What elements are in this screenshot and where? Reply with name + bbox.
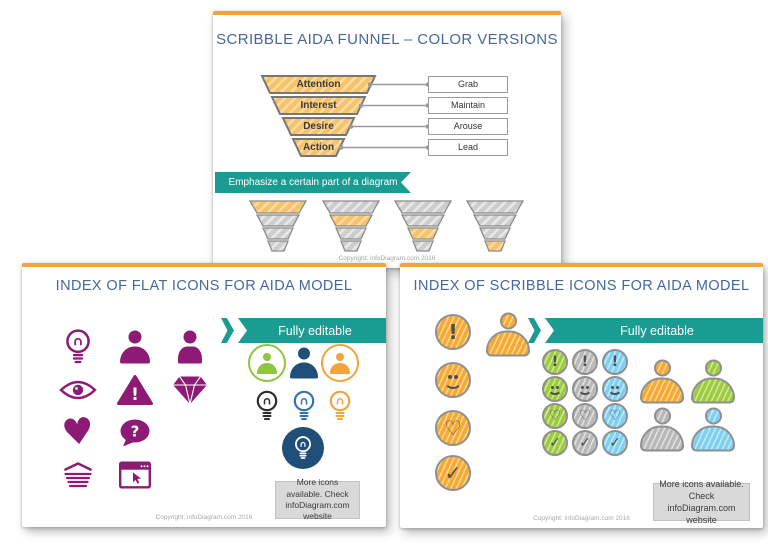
- funnel-label-grab: Grab: [428, 76, 508, 93]
- user-scribble-green-icon: [690, 359, 736, 405]
- bulb-blue-icon: [291, 390, 317, 423]
- heart-circle-blue-icon: ♡: [602, 403, 628, 429]
- question-bubble-icon: ?: [119, 419, 151, 448]
- funnel-label-maintain: Maintain: [428, 97, 508, 114]
- check-circle-green-icon: ✓: [542, 430, 568, 456]
- heart-circle-gray-icon: ♡: [572, 403, 598, 429]
- slide-accent-bar: [22, 263, 386, 267]
- user-scribble-gray-icon: [639, 407, 685, 453]
- heart-icon: ♥: [59, 410, 97, 455]
- svg-text:?: ?: [131, 423, 140, 441]
- user-scribble-orange-icon: [639, 359, 685, 405]
- slide-title: INDEX OF FLAT ICONS FOR AIDA MODEL: [55, 278, 353, 294]
- exclamation-circle-green-icon: !: [542, 349, 568, 375]
- user-circle-green-icon: [248, 344, 286, 382]
- browser-cursor-icon: [119, 461, 151, 489]
- user-circle-orange-icon: [321, 344, 359, 382]
- check-circle-orange-icon: ✓: [435, 455, 471, 491]
- funnel-stage-action: Action: [302, 142, 335, 153]
- mini-funnel-2: [322, 200, 380, 252]
- mini-funnel-1: [249, 200, 307, 252]
- smiley-circle-green-icon: [542, 376, 568, 402]
- smiley-circle-orange-icon: [435, 362, 471, 398]
- user-icon: [119, 330, 151, 364]
- mini-funnel-4: [466, 200, 524, 252]
- emphasize-ribbon: Emphasize a certain part of a diagram: [215, 172, 411, 193]
- lightbulb-icon: [63, 328, 93, 366]
- smiley-circle-blue-icon: [602, 376, 628, 402]
- user-navy-icon: [289, 347, 319, 379]
- exclamation-circle-orange-icon: !: [435, 314, 471, 350]
- warning-icon: !: [117, 375, 153, 406]
- slide-accent-bar: [400, 263, 763, 267]
- slide-title: INDEX OF SCRIBBLE ICONS FOR AIDA MODEL: [413, 278, 750, 294]
- copyright-text: Copyright: infoDiagram.com 2016: [338, 255, 436, 262]
- eye-icon: [59, 379, 97, 401]
- bulb-navy-badge-icon: [282, 427, 324, 469]
- funnel-label-arouse: Arouse: [428, 118, 508, 135]
- exclamation-circle-blue-icon: !: [602, 349, 628, 375]
- user-alt-icon: [174, 330, 206, 364]
- more-icons-note: More icons available. Check infoDiagram.…: [275, 477, 360, 521]
- slide-title: SCRIBBLE AIDA FUNNEL – COLOR VERSIONS: [216, 31, 558, 48]
- slide-scribble-icons-index[interactable]: INDEX OF SCRIBBLE ICONS FOR AIDA MODEL !…: [400, 263, 763, 528]
- check-circle-blue-icon: ✓: [602, 430, 628, 456]
- slide-funnel-color-versions[interactable]: SCRIBBLE AIDA FUNNEL – COLOR VERSIONS At…: [213, 11, 561, 268]
- svg-text:!: !: [131, 385, 139, 405]
- funnel-label-lead: Lead: [428, 139, 508, 156]
- mini-funnel-3: [394, 200, 452, 252]
- check-circle-gray-icon: ✓: [572, 430, 598, 456]
- funnel-stage-attention: Attention: [296, 79, 341, 90]
- slide-accent-bar: [213, 11, 561, 15]
- heart-circle-orange-icon: ♡: [435, 410, 471, 446]
- exclamation-circle-gray-icon: !: [572, 349, 598, 375]
- copyright-text: Copyright: infoDiagram.com 2016: [533, 515, 630, 522]
- bulb-orange-icon: [327, 390, 353, 423]
- ribbon-chevron-icon: [221, 318, 234, 343]
- funnel-stage-desire: Desire: [303, 121, 334, 132]
- copyright-text: Copyright: infoDiagram.com 2016: [155, 514, 253, 521]
- fully-editable-ribbon: Fully editable: [238, 318, 386, 343]
- more-icons-note: More icons available. Check infoDiagram.…: [653, 479, 750, 525]
- funnel-stage-interest: Interest: [300, 100, 337, 111]
- smiley-circle-gray-icon: [572, 376, 598, 402]
- user-orange-icon: [485, 312, 531, 358]
- heart-circle-green-icon: ♡: [542, 403, 568, 429]
- bulb-dark-icon: [254, 390, 280, 423]
- user-scribble-blue-icon: [690, 407, 736, 453]
- diamond-icon: [172, 375, 208, 406]
- basket-icon: [61, 461, 95, 490]
- fully-editable-ribbon: Fully editable: [545, 318, 763, 343]
- slide-flat-icons-index[interactable]: INDEX OF FLAT ICONS FOR AIDA MODEL: [22, 263, 386, 527]
